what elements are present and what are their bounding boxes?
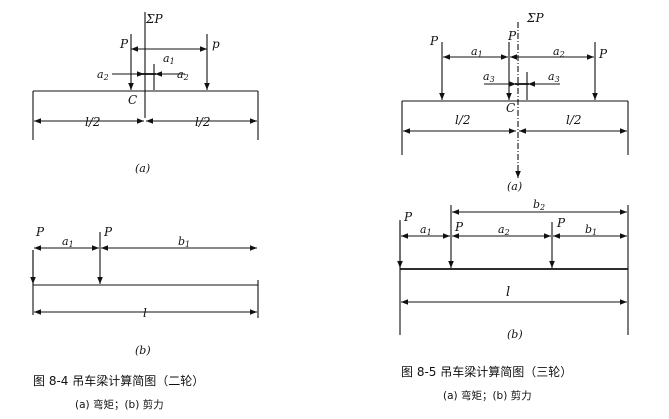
fig85a-half-right: l/2 [566,113,582,127]
fig84b-l: l [143,306,147,320]
fig84-caption: 图 8-4 吊车梁计算简图（二轮） [33,373,204,388]
fig85a-p-right: P [598,47,608,61]
fig85a-a2: a2 [553,45,565,59]
fig85b-sublabel: (b) [507,328,523,341]
fig85a-sum-p: ΣP [526,11,544,25]
fig85b-p-left: P [403,210,413,224]
fig85b-a2: a2 [498,223,510,237]
fig85b-p-mid1: P [454,220,464,234]
fig84b-sublabel: (b) [135,344,151,357]
fig85-b-diagram: b2 P P P a1 a2 b1 l (b) [397,198,629,341]
fig85a-a3-left: a3 [483,70,495,84]
fig85b-l: l [506,285,510,300]
fig84-subcaption: (a) 弯矩；(b) 剪力 [75,398,164,411]
fig84-b-diagram: P P a1 b1 l (b) [30,225,259,357]
fig84b-a1: a1 [62,235,74,249]
fig85a-c: C [506,101,515,115]
fig84a-a2-right: a2 [177,68,189,82]
fig85a-sublabel: (a) [507,180,522,193]
fig85b-a1: a1 [420,223,432,237]
fig85a-p-left: P [429,34,439,48]
fig85a-p-mid: P [507,29,517,43]
fig84a-c: C [128,93,137,107]
fig84b-p-left: P [35,225,45,239]
fig85b-b1: b1 [585,223,597,237]
fig85-a-diagram: ΣP P P P a1 a2 a3 a3 C l/2 l/2 (a) [401,11,629,193]
fig85-caption: 图 8-5 吊车梁计算简图（三轮） [401,364,572,379]
fig84a-p-left: P [119,37,129,51]
fig84b-b1: b1 [178,235,190,249]
fig84a-a1: a1 [163,52,175,66]
fig84a-sum-p: ΣP [145,12,163,26]
fig84a-half-right: l/2 [195,115,211,129]
fig84a-p-right: p [212,37,220,51]
fig85b-p-mid2: P [556,216,566,230]
fig85b-b2: b2 [533,198,545,212]
fig84b-p-right: P [103,225,113,239]
fig84a-half-left: l/2 [85,115,101,129]
fig84a-a2-left: a2 [97,68,109,82]
fig85a-a1: a1 [471,45,483,59]
fig85a-a3-right: a3 [548,70,560,84]
fig85a-half-left: l/2 [455,113,471,127]
fig85-subcaption: (a) 弯矩；(b) 剪力 [443,389,532,402]
fig84-a-diagram: ΣP P p a1 a2 a2 C l/2 l/2 (a) [32,12,259,175]
fig84a-sublabel: (a) [135,162,150,175]
